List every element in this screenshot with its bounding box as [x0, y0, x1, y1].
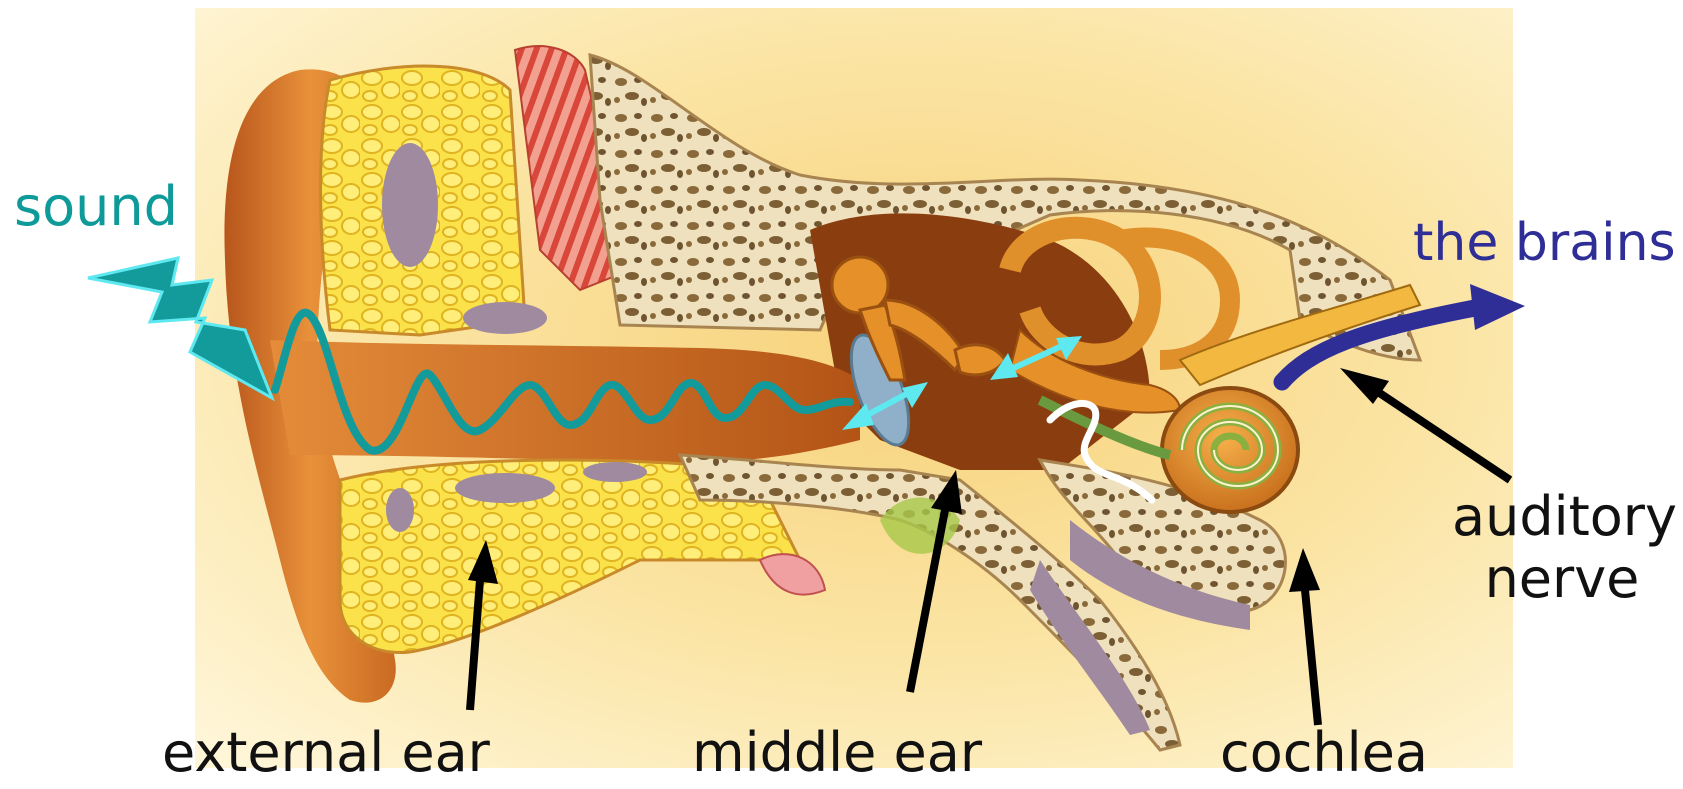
- label-auditory-nerve: auditory nerve: [1452, 490, 1672, 606]
- label-middle-ear: middle ear: [692, 726, 982, 780]
- label-auditory-nerve-line2: nerve: [1452, 552, 1672, 606]
- label-sound: sound: [14, 180, 178, 234]
- vessel-upper-1: [382, 143, 438, 267]
- label-the-brains: the brains: [1413, 217, 1676, 269]
- vessel-lower-1: [386, 488, 414, 532]
- label-auditory-nerve-line1: auditory: [1452, 490, 1672, 544]
- vessel-lower-3: [583, 462, 647, 482]
- vessel-upper-2: [463, 302, 547, 334]
- vessel-lower-2: [455, 473, 555, 503]
- label-cochlea: cochlea: [1220, 726, 1428, 780]
- cochlea-shape: [1162, 388, 1298, 512]
- label-external-ear: external ear: [162, 726, 490, 780]
